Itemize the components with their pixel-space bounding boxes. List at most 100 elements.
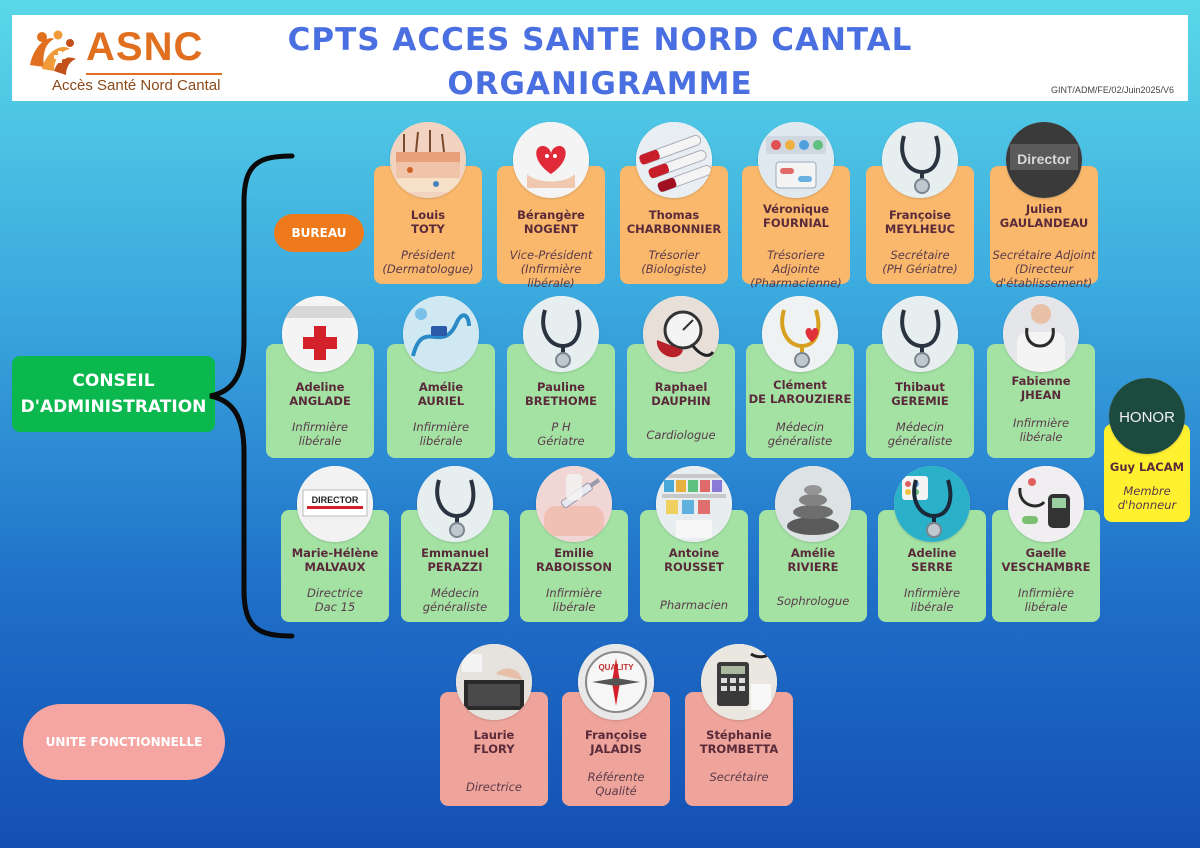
member-first-name: Thomas [648,208,700,222]
svg-text:DIRECTOR: DIRECTOR [312,495,359,505]
member-role-line: Secrétaire [709,770,769,784]
blood-pressure-icon [643,296,719,372]
title-line-2: ORGANIGRAMME [447,66,753,102]
member-last-name: BRETHOME [524,394,598,408]
honor-member-role-line: d'honneur [1117,498,1177,512]
honor-member-role-line: Membre [1123,484,1171,498]
member-role-line: P H [551,420,571,434]
member-role-line: (Directeur [1014,262,1074,276]
member-first-name: Emmanuel [421,546,489,560]
member-first-name: Louis [410,208,446,222]
member-last-name: DAUPHIN [651,394,711,408]
logo-subtitle: Accès Santé Nord Cantal [52,77,221,94]
member-role-line: Directrice [306,586,363,600]
logo-text: ASNC [86,25,204,69]
member-last-name: RABOISSON [535,560,613,574]
director-card-icon: DIRECTOR [297,466,373,542]
member-role-line: (Biologiste) [641,262,707,276]
member-first-name: Clément [773,378,827,392]
member-role-line: libérale [298,434,342,448]
member-first-name: Françoise [888,208,952,222]
member-first-name: Emilie [554,546,594,560]
member-last-name: JHEAN [1020,388,1062,402]
member-role-line: Trésorier [648,248,700,262]
laptop-icon [456,644,532,720]
member-role-line: libérale [419,434,463,448]
member-role-line: Vice-Président [509,248,593,262]
member-first-name: Laurie [473,728,515,742]
page-title: CPTS ACCES SANTE NORD CANTAL ORGANIGRAMM… [240,18,960,106]
member-last-name: VESCHAMBRE [1001,560,1091,574]
member-first-name: Stéphanie [706,728,772,742]
member-role-line: Adjointe [772,262,820,276]
member-role-line: Infirmière [291,420,349,434]
conseil-administration-label: CONSEIL D'ADMINISTRATION [12,356,215,432]
member-role-line: (Pharmacienne) [750,276,842,290]
member-first-name: Marie-Hélène [291,546,379,560]
honor-member-name: Guy LACAM [1109,460,1185,474]
member-last-name: FLORY [473,742,515,756]
member-first-name: Antoine [668,546,720,560]
asnc-logo: ASNC Accès Santé Nord Cantal [22,23,222,99]
member-role-line: généraliste [887,434,953,448]
logo-people-icon [30,30,76,75]
member-role-line: libérale [1024,600,1068,614]
member-first-name: Pauline [537,380,585,394]
member-last-name: AURIEL [417,394,465,408]
member-role-line: Directrice [465,780,522,794]
curly-brace-connector [209,153,295,639]
member-role-line: Infirmière [1017,586,1075,600]
director-sign-icon: Director [1006,122,1082,198]
member-first-name: Adeline [907,546,957,560]
member-last-name: ANGLADE [289,394,351,408]
iv-tube-icon [403,296,479,372]
stethoscope-heart-icon [762,296,838,372]
member-role-line: Infirmière [545,586,603,600]
member-role-line: d'établissement) [995,276,1093,290]
member-role-line: libérale [910,600,954,614]
member-first-name: Françoise [584,728,648,742]
member-role-line: Médecin [895,420,945,434]
member-last-name: GAULANDEAU [999,216,1089,230]
member-first-name: Amélie [418,380,464,394]
member-role-line: Infirmière [1012,416,1070,430]
member-role-line: Médecin [775,420,825,434]
blood-tubes-icon [636,122,712,198]
unite-fonctionnelle-label: UNITE FONCTIONNELLE [23,704,225,780]
skin-layers-icon [390,122,466,198]
member-role-line: libérale [552,600,596,614]
header-banner: ASNC Accès Santé Nord Cantal GINT/ADM/FE… [12,15,1188,101]
member-last-name: TOTY [411,222,445,236]
member-last-name: FOURNIAL [763,216,829,230]
bureau-label: BUREAU [274,214,364,252]
pharmacy-icon [656,466,732,542]
stethoscope-icon [417,466,493,542]
member-last-name: NOGENT [523,222,579,236]
nurse-icon [1003,296,1079,372]
red-cross-icon [282,296,358,372]
member-last-name: GEREMIE [891,394,949,408]
member-role-line: (Dermatologue) [382,262,474,276]
member-first-name: Fabienne [1011,374,1071,388]
stethoscope-icon [882,122,958,198]
member-role-line: Dac 15 [314,600,356,614]
member-first-name: Thibaut [895,380,945,394]
pills-icon [758,122,834,198]
member-first-name: Véronique [763,202,829,216]
member-role-line: Trésoriere [767,248,825,262]
member-first-name: Adeline [295,380,345,394]
member-role-line: Référente [587,770,645,784]
title-line-1: CPTS ACCES SANTE NORD CANTAL [287,22,913,58]
member-last-name: DE LAROUZIERE [748,392,852,406]
member-role-line: libérale [1019,430,1063,444]
calculator-icon [701,644,777,720]
stones-icon [775,466,851,542]
member-first-name: Gaelle [1025,546,1067,560]
member-role-line: Secrétaire Adjoint [992,248,1096,262]
member-role-line: Médecin [430,586,480,600]
member-role-line: (Infirmière [520,262,582,276]
member-role-line: Pharmacien [659,598,729,612]
